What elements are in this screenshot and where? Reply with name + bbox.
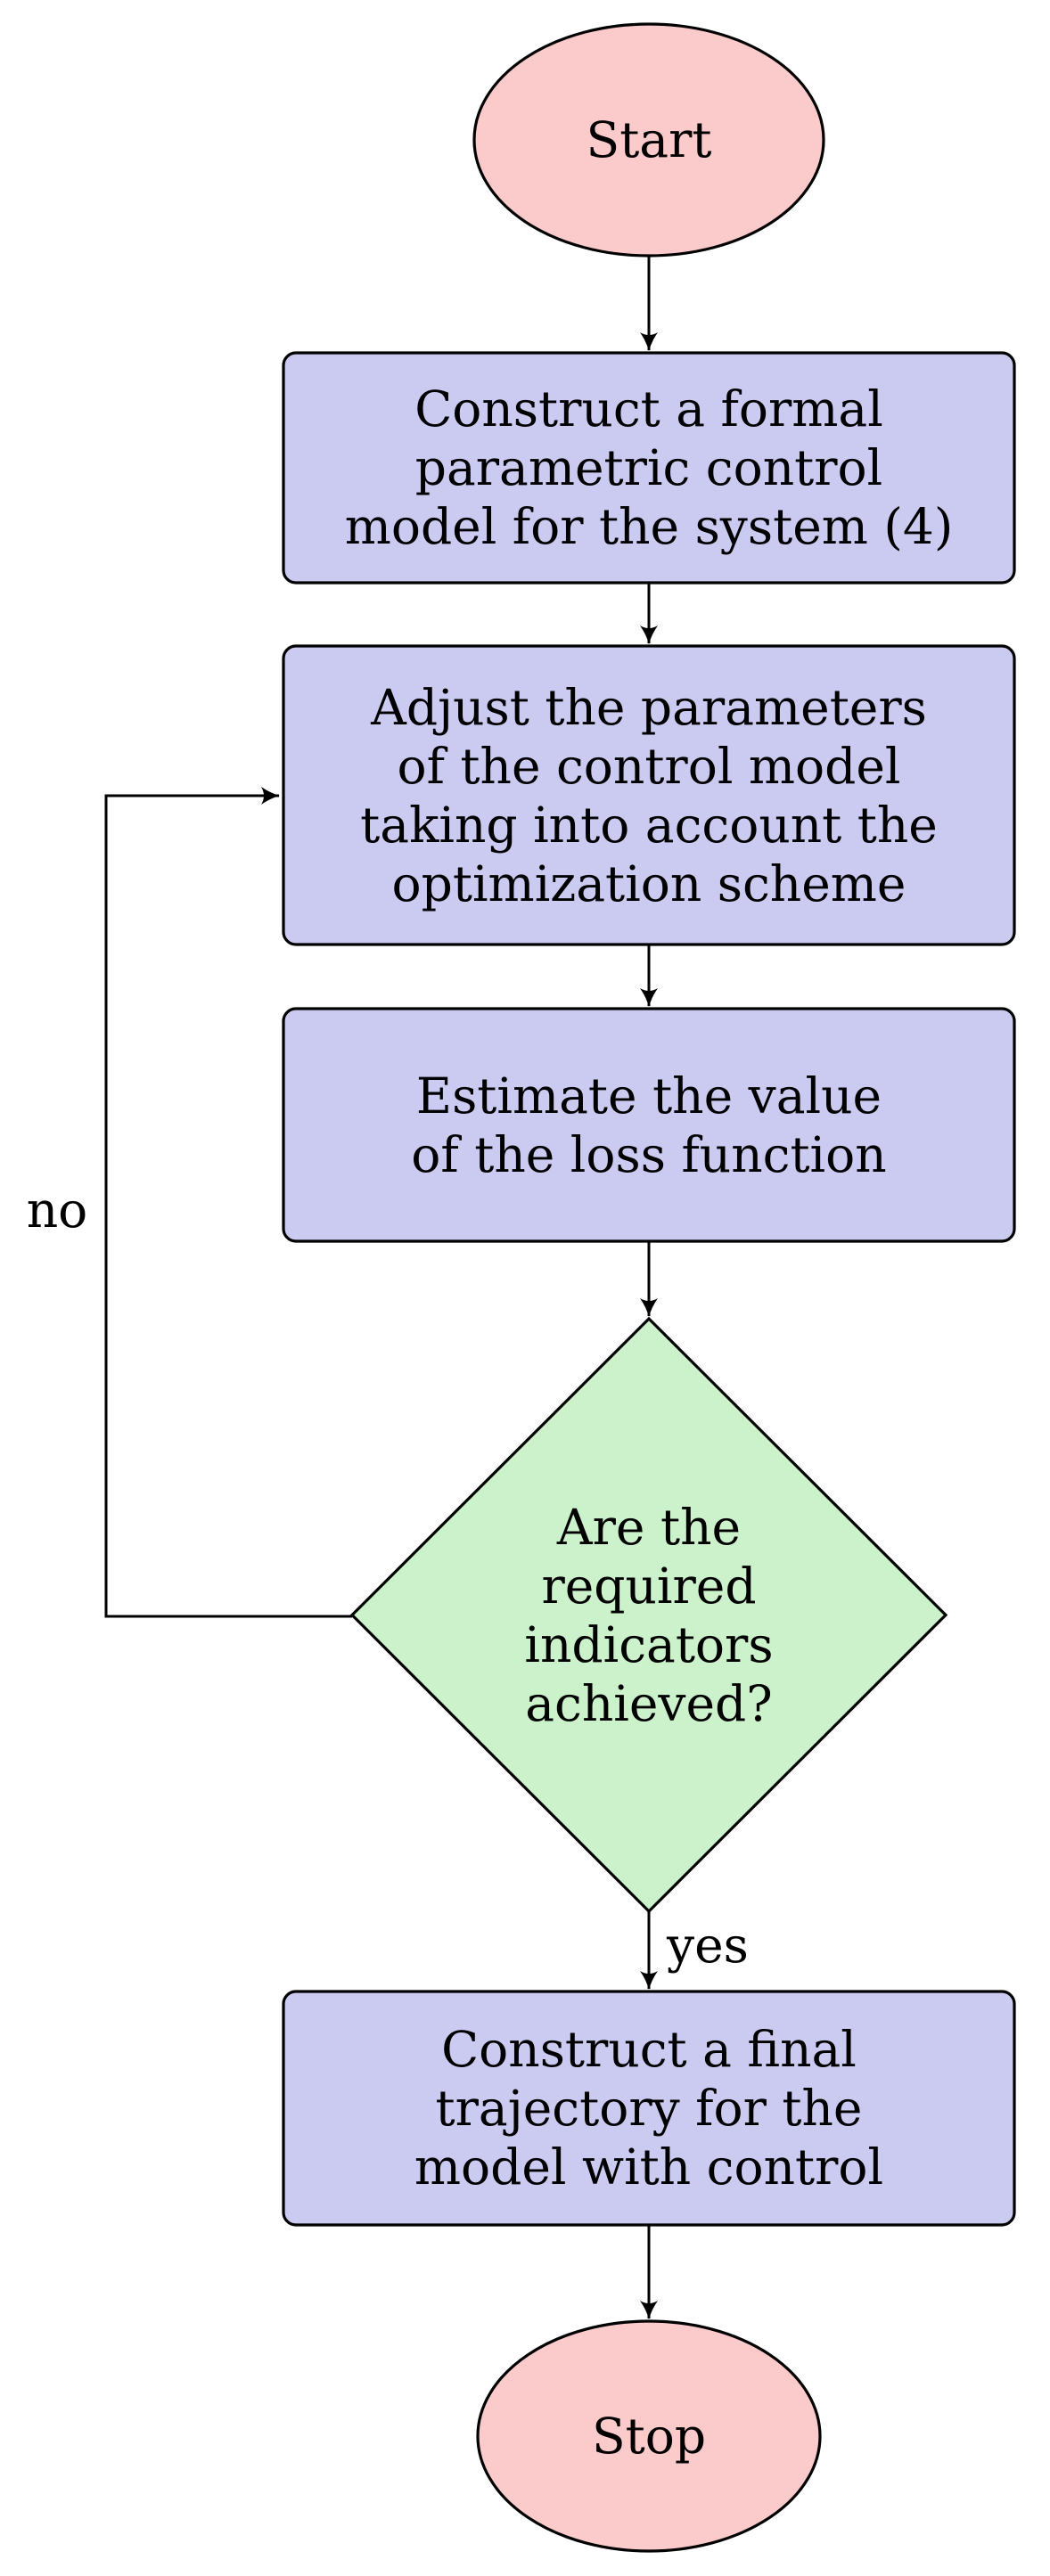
- edge-decision-no-loop: [104, 787, 352, 1618]
- construct-trajectory-label: Construct a final trajectory for the mod…: [414, 2021, 884, 2196]
- yes-edge-label: yes: [667, 1917, 749, 1974]
- no-edge-label: no: [26, 1182, 88, 1239]
- stop-terminator-shape: [476, 2319, 822, 2553]
- estimate-loss-label: Estimate the value of the loss function: [411, 1067, 887, 1183]
- start-terminator-shape: [472, 22, 825, 258]
- start-label: Start: [586, 111, 712, 168]
- adjust-parameters-process-shape: [282, 644, 1016, 946]
- stop-label: Stop: [591, 2408, 707, 2465]
- construct-model-process-shape: [282, 351, 1016, 585]
- estimate-loss-process-shape: [282, 1007, 1016, 1243]
- adjust-parameters-label: Adjust the parameters of the control mod…: [360, 678, 938, 912]
- decision-diamond-shape: [349, 1316, 948, 1914]
- construct-model-label: Construct a formal parametric control mo…: [344, 380, 954, 555]
- decision-label: Are the required indicators achieved?: [524, 1498, 774, 1732]
- construct-trajectory-process-shape: [282, 1990, 1016, 2227]
